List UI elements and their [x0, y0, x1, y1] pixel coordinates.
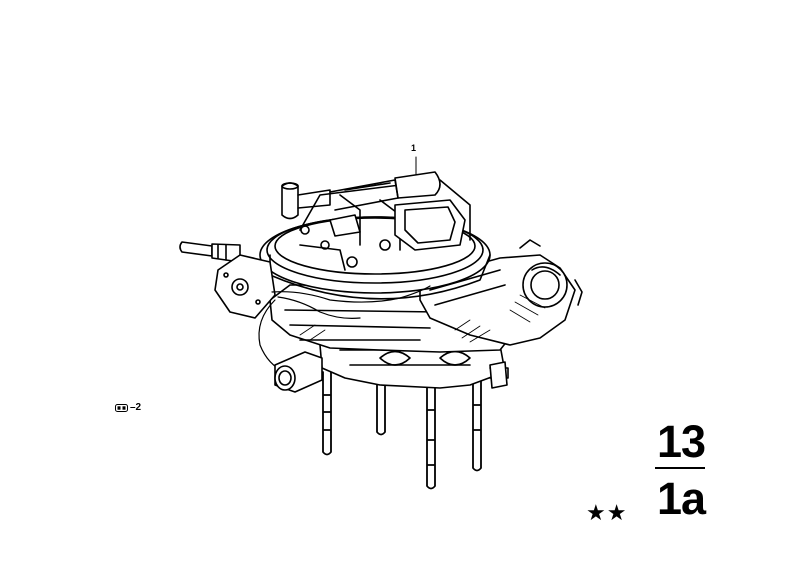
reference-box-icon — [115, 404, 128, 412]
group-number-main: 13 — [656, 416, 706, 467]
rating-stars: ★★ — [586, 500, 628, 525]
reference-text: –2 — [130, 402, 142, 413]
vacuum-nipple — [489, 361, 508, 389]
choke-tube — [329, 171, 441, 211]
left-flange — [214, 254, 276, 319]
part-callout-number: 1 — [411, 143, 417, 153]
fuel-inlet-pipe — [179, 241, 241, 263]
group-divider — [655, 467, 705, 469]
air-horn-top — [259, 179, 491, 300]
reference-label: –2 — [115, 403, 141, 413]
mounting-studs — [322, 369, 482, 490]
group-number-sub: 1a — [656, 473, 706, 524]
shading-hatch — [299, 294, 546, 343]
electrical-connector — [274, 351, 323, 393]
top-linkage — [299, 214, 391, 271]
vent-fitting — [281, 182, 331, 220]
